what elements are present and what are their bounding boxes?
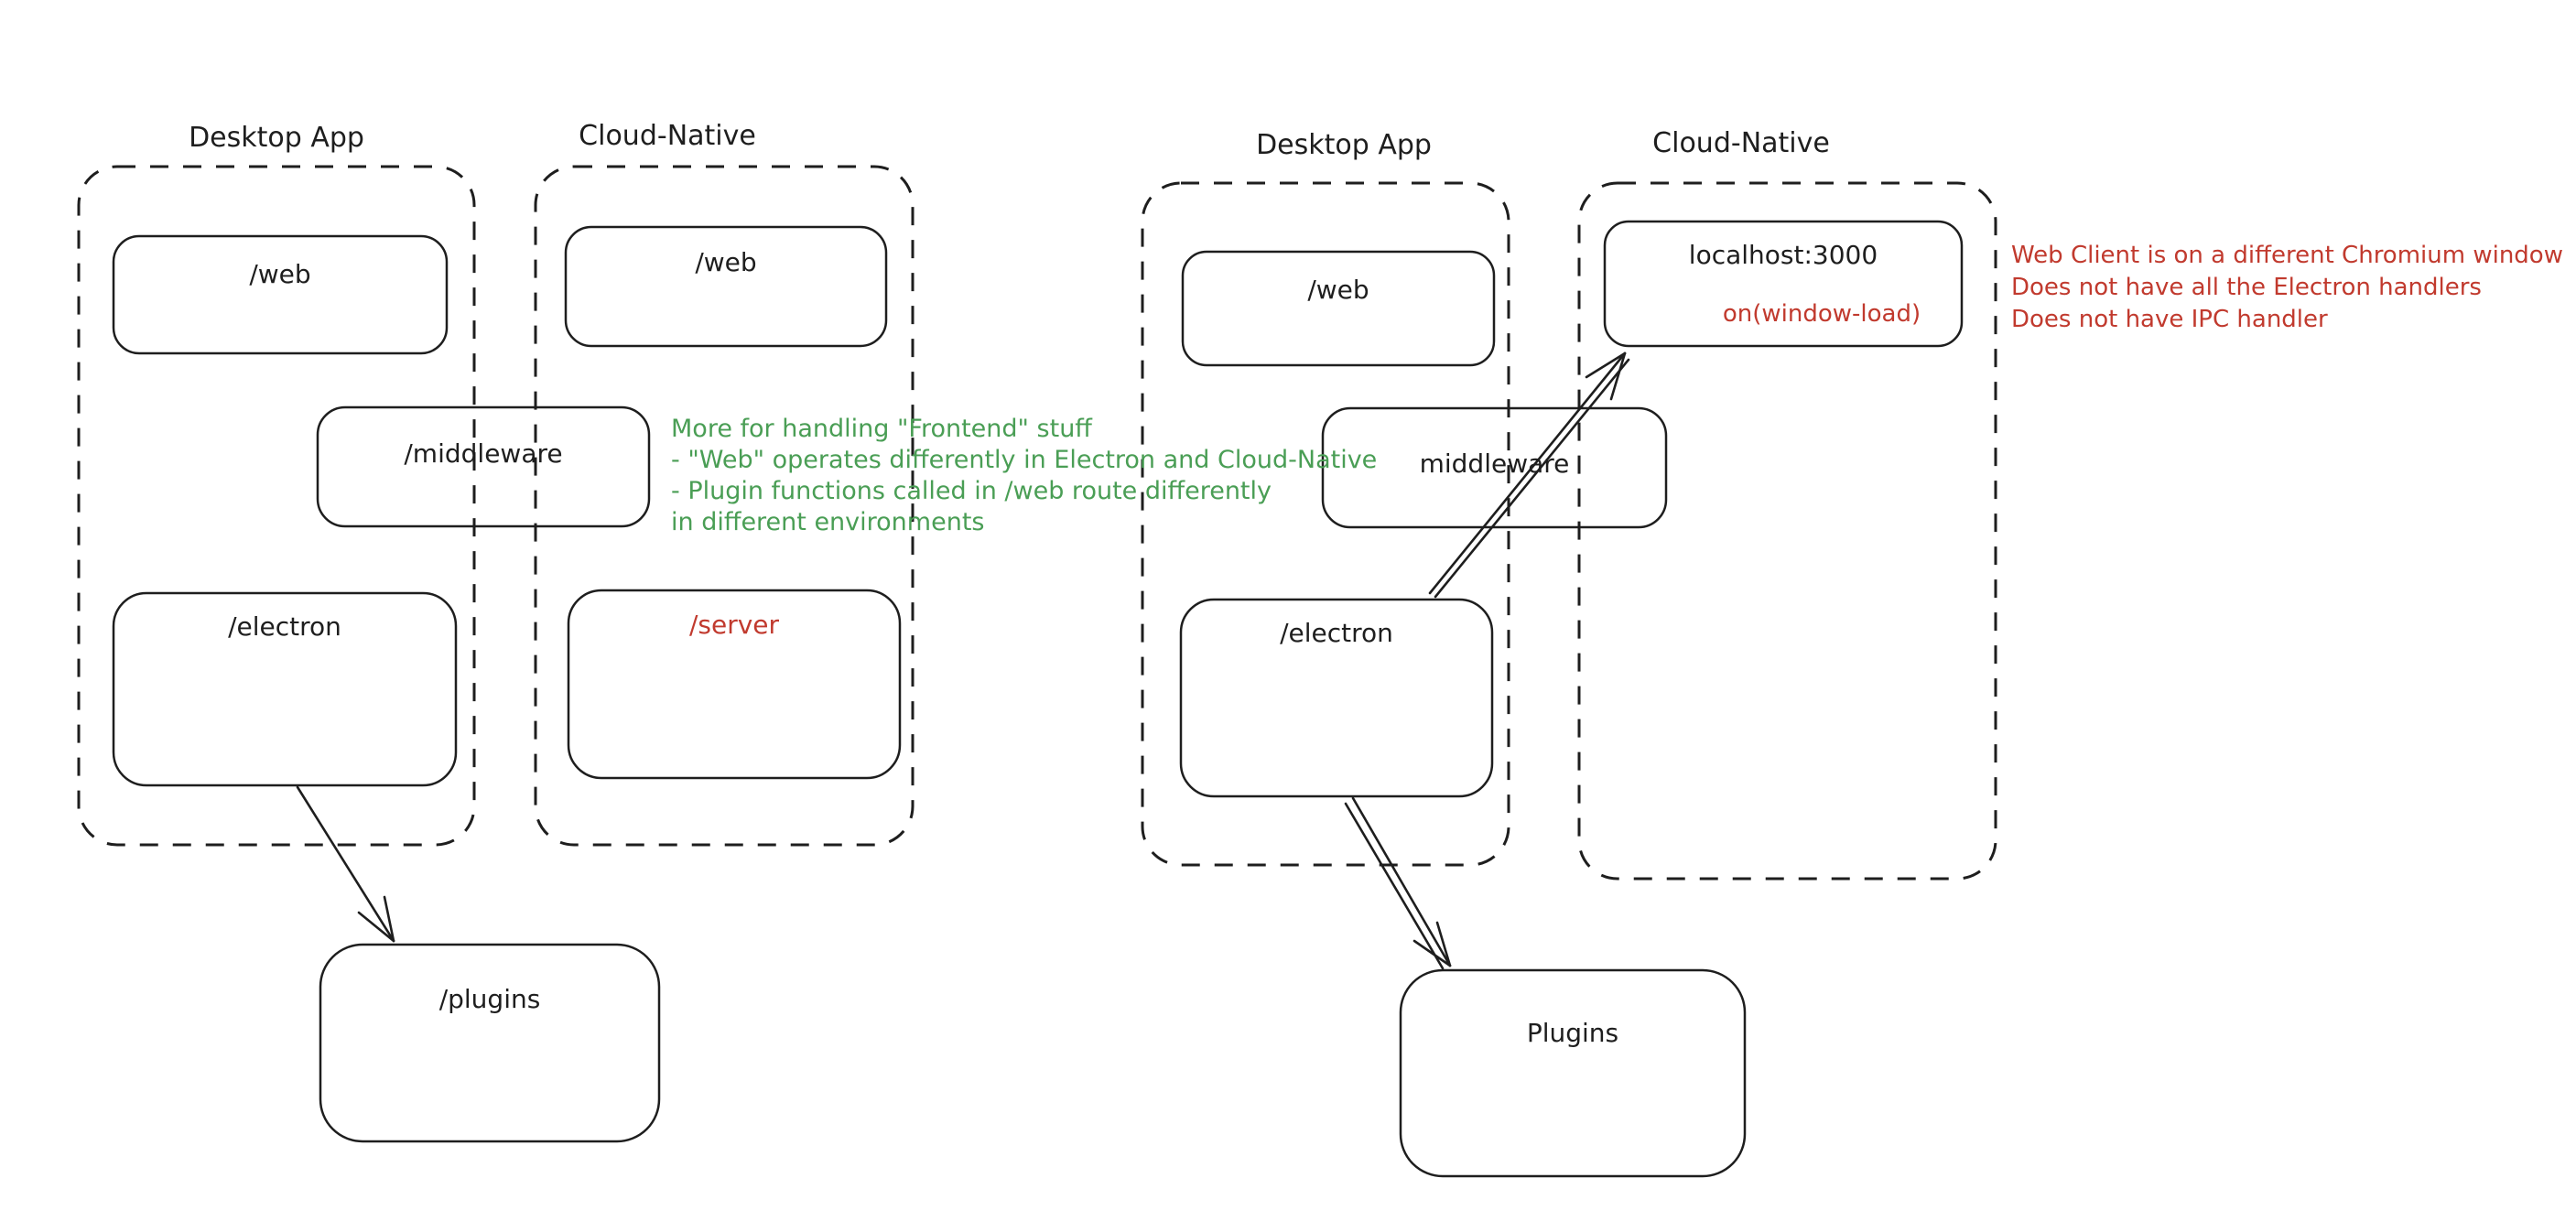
green-annotation-note: More for handling "Frontend" stuff - "We… [671,414,1377,538]
right-middleware-box [1321,406,1668,529]
left-cloud-web-box [564,225,888,348]
right-middleware-label: middleware [1419,448,1570,479]
left-plugins-label: /plugins [438,984,541,1014]
arrow-left-electron-to-plugins [296,785,395,943]
red-annotation-note: Web Client is on a different Chromium wi… [2011,240,2563,336]
right-localhost-label: localhost:3000 [1688,240,1878,270]
left-desktop-app-container [77,165,476,847]
green-note-line: More for handling "Frontend" stuff [671,415,1092,443]
left-desktop-web-box [112,234,449,355]
left-electron-box [112,591,458,787]
green-note-line: in different environments [671,508,985,536]
red-note-line: Does not have IPC handler [2011,306,2328,333]
red-note-line: Web Client is on a different Chromium wi… [2011,242,2563,269]
left-server-box [567,589,902,780]
right-electron-box [1179,598,1494,798]
right-desktop-web-box [1181,250,1496,367]
arrow-right-electron-to-plugins [1344,796,1452,970]
right-plugins-label: Plugins [1526,1018,1619,1048]
right-localhost-box [1603,220,1964,348]
left-electron-label: /electron [228,611,341,642]
left-cloud-native-container [534,165,915,847]
green-note-line: - Plugin functions called in /web route … [671,477,1272,505]
left-cloud-web-label: /web [695,247,757,277]
arrow-right-electron-to-localhost [1428,351,1630,599]
left-desktop-web-label: /web [249,259,311,289]
right-desktop-app-container [1141,181,1510,867]
right-desktop-app-title: Desktop App [1256,129,1432,161]
right-cloud-native-title: Cloud-Native [1652,127,1830,159]
left-middleware-box [316,405,651,528]
green-note-line: - "Web" operates differently in Electron… [671,446,1378,474]
right-desktop-web-label: /web [1307,275,1369,305]
right-plugins-box [1399,968,1747,1178]
left-server-label: /server [688,610,780,640]
left-plugins-box [319,943,661,1143]
left-cloud-native-title: Cloud-Native [579,120,756,152]
right-localhost-event-label: on(window-load) [1722,300,1921,328]
right-electron-label: /electron [1280,618,1393,648]
right-cloud-native-container [1577,181,1997,881]
left-middleware-label: /middleware [404,438,563,469]
left-desktop-app-title: Desktop App [189,122,364,154]
red-note-line: Does not have all the Electron handlers [2011,274,2482,301]
